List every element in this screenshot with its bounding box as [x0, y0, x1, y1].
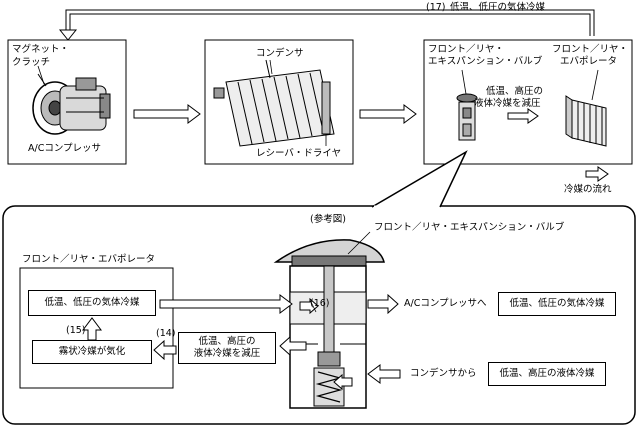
arrow-mist-to-gas [82, 317, 102, 341]
detail-leader-lines [309, 231, 371, 313]
pressure-reduction-box: 低温、高圧の 液体冷媒を減圧 [178, 332, 276, 364]
evaporator-illustration [565, 95, 607, 147]
step-14-label: (14) [156, 328, 176, 339]
gas-refrigerant-outlet-text: 低温、低圧の気体冷媒 [509, 298, 605, 309]
expansion-valve-label-line2: エキスパンション・バルブ [428, 56, 543, 67]
evaporator-label-line2: エバポレータ [560, 56, 618, 67]
to-compressor-label: A/Cコンプレッサへ [404, 298, 487, 309]
condenser-illustration [213, 59, 335, 147]
arrow-from-condenser [367, 364, 401, 384]
mist-evaporation-box: 霧状冷媒が気化 [32, 340, 152, 364]
flow-legend-label: 冷媒の流れ [564, 184, 612, 195]
arrow-into-evaporator [153, 339, 177, 361]
flow-arrow-compressor-condenser [133, 104, 201, 124]
arrow-valve-to-evaporator [279, 335, 307, 357]
gas-refrigerant-outlet-box: 低温、低圧の気体冷媒 [498, 292, 616, 316]
from-condenser-label: コンデンサから [410, 368, 477, 379]
pressure-reduction-line1: 低温、高圧の [198, 336, 256, 347]
flow-arrow-condenser-valve [359, 104, 417, 124]
gas-refrigerant-box: 低温、低圧の気体冷媒 [28, 290, 156, 316]
refrigerant-state-line1: 低温、高圧の [486, 86, 544, 97]
receiver-dryer-label: レシーバ・ドライヤ [256, 148, 342, 159]
valve-cross-section [273, 239, 385, 409]
flow-legend-arrow [585, 166, 609, 182]
condenser-label: コンデンサ [256, 48, 304, 59]
pressure-reduction-line2: 液体冷媒を減圧 [193, 348, 261, 359]
mist-evaporation-text: 霧状冷媒が気化 [58, 346, 126, 357]
expansion-valve-label-line1: フロント／リヤ・ [428, 44, 505, 55]
compressor-label: A/Cコンプレッサ [28, 143, 102, 154]
reference-diagram-label: (参考図) [310, 214, 346, 225]
flow-arrow-valve-evaporator [507, 108, 539, 124]
compressor-illustration [32, 73, 111, 135]
evaporator-title-label: フロント／リヤ・エバポレータ [22, 254, 156, 265]
liquid-refrigerant-box: 低温、高圧の液体冷媒 [488, 362, 606, 386]
return-flow-number: (17) [426, 2, 446, 13]
liquid-refrigerant-text: 低温、高圧の液体冷媒 [499, 368, 595, 379]
return-loop-arrow [58, 9, 595, 41]
magnet-clutch-label-line2: クラッチ [12, 57, 51, 68]
step-15-label: (15) [66, 325, 86, 336]
return-flow-label: 低温、低圧の気体冷媒 [450, 2, 546, 13]
valve-title-label: フロント／リヤ・エキスパンション・バルブ [374, 222, 565, 233]
arrow-gas-to-valve [159, 294, 293, 314]
expansion-valve-illustration [456, 93, 478, 141]
magnet-clutch-label-line1: マグネット・ [12, 44, 70, 55]
arrow-valve-to-compressor [367, 293, 399, 315]
step-16-label: (16) [310, 298, 330, 309]
evaporator-label-line1: フロント／リヤ・ [552, 44, 629, 55]
top-leader-lines [37, 59, 599, 146]
gas-refrigerant-text: 低温、低圧の気体冷媒 [44, 297, 140, 308]
refrigerant-state-line2: 液体冷媒を減圧 [474, 98, 541, 109]
